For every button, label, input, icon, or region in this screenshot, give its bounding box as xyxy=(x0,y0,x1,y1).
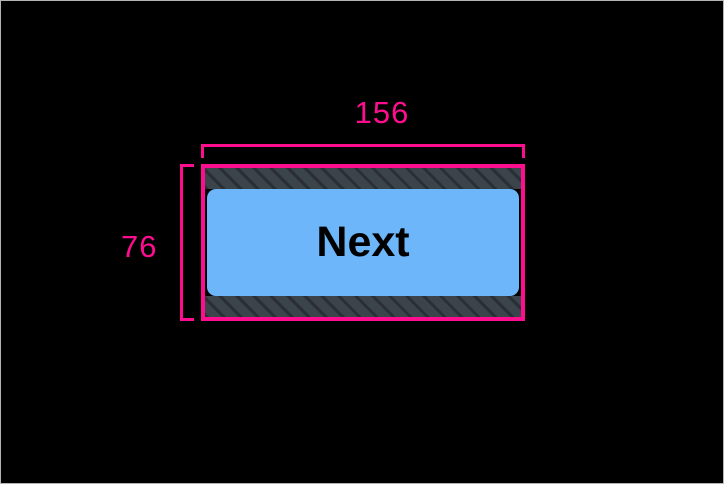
bottom-padding-hatch-band xyxy=(205,296,521,317)
button-row: Next xyxy=(205,189,521,296)
height-dimension-label: 76 xyxy=(121,229,158,264)
top-padding-hatch-band xyxy=(205,168,521,189)
width-dimension-bracket xyxy=(201,144,525,158)
element-box-contents: Next xyxy=(205,168,521,317)
width-dimension-label: 156 xyxy=(354,95,410,130)
element-highlight-box: Next xyxy=(201,164,525,321)
next-button[interactable]: Next xyxy=(207,189,519,296)
height-dimension-bracket xyxy=(180,164,194,321)
